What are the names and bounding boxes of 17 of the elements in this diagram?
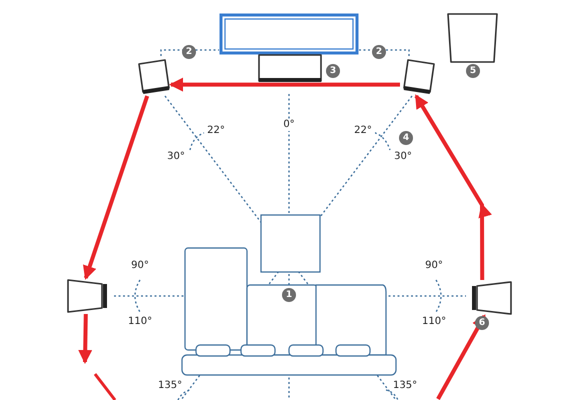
callout-number: 2 <box>182 45 196 59</box>
callout-number: 5 <box>466 64 480 78</box>
speaker-icon <box>469 280 513 316</box>
callout-number: 4 <box>399 131 413 145</box>
speaker-icon <box>259 55 321 81</box>
arrow <box>414 94 492 282</box>
arrow <box>169 78 400 92</box>
speaker-icon <box>66 278 110 314</box>
callout-number: 2 <box>372 45 386 59</box>
callout-number: 6 <box>475 316 489 330</box>
arrow <box>436 314 486 400</box>
arrow <box>83 95 150 280</box>
speaker-icon <box>137 58 171 96</box>
callout-number: 3 <box>326 64 340 78</box>
speaker-icon <box>400 58 436 96</box>
speaker-icon <box>447 13 498 63</box>
arrow <box>78 314 92 364</box>
